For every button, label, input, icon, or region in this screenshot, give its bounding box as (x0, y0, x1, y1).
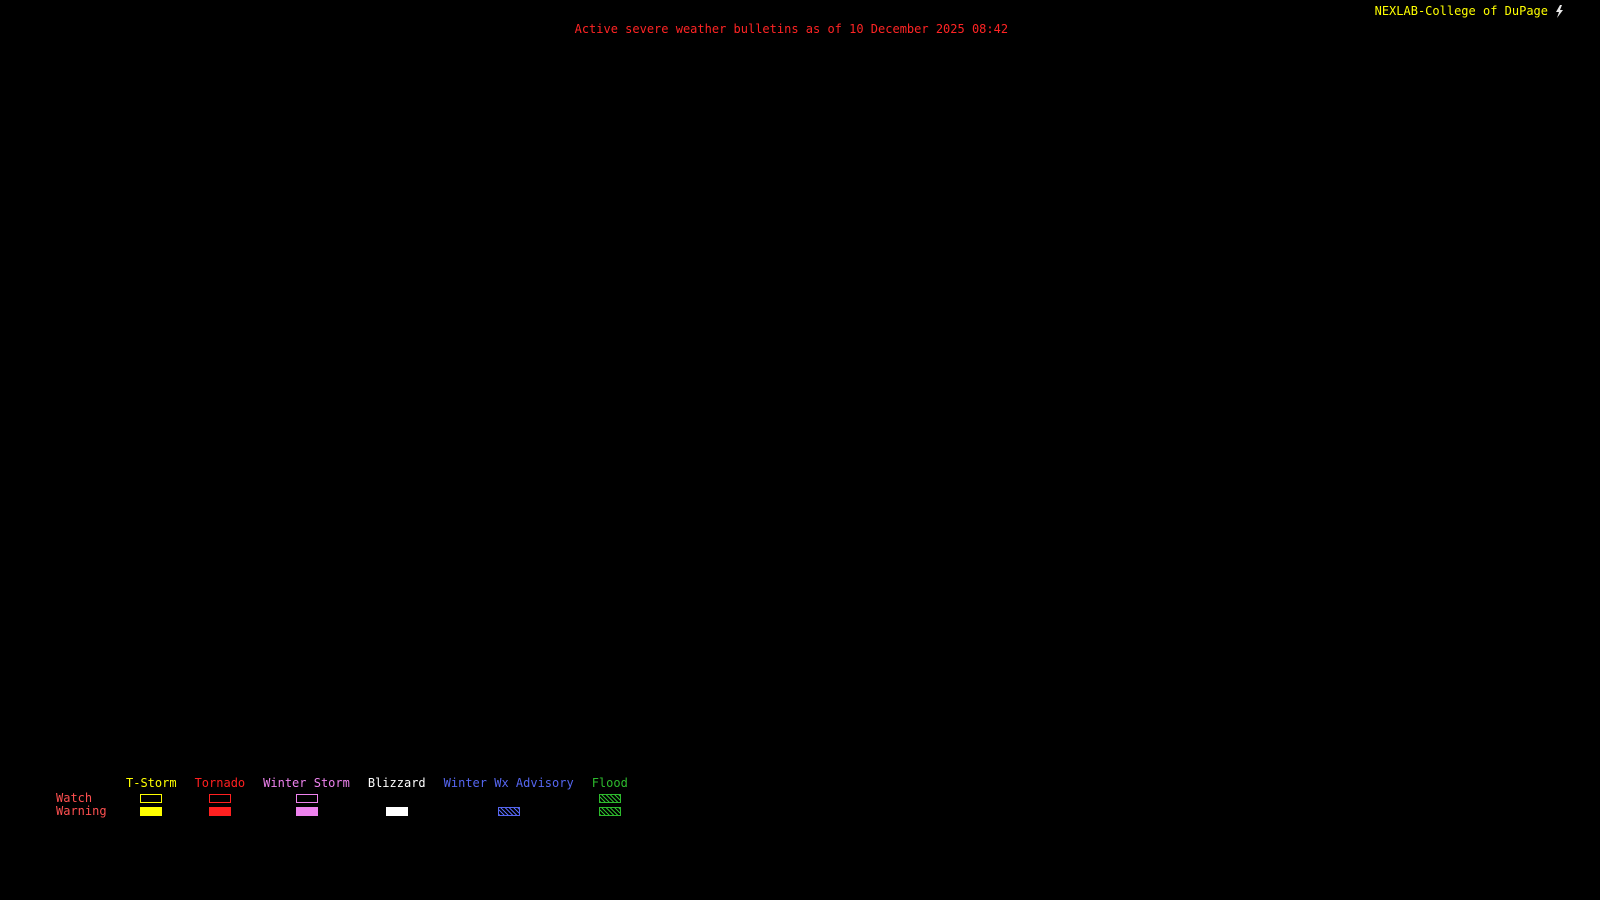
legend-category-label: Winter Wx Advisory (443, 776, 574, 790)
legend-cell-watch (208, 792, 231, 805)
legend-cell-warning (385, 805, 408, 818)
page-title: Active severe weather bulletins as of 10… (574, 22, 1009, 36)
legend-cell-watch (295, 792, 318, 805)
legend: Watch Warning T-Storm Tornado Winter Storm… (56, 776, 628, 818)
legend-category-label: T-Storm (126, 776, 177, 790)
legend-swatch-warning-filled (208, 807, 231, 816)
legend-cell-watch (598, 792, 621, 805)
legend-swatch-warning-filled (295, 807, 318, 816)
legend-column-t-storm: T-Storm (126, 776, 177, 818)
legend-cell-warning (140, 805, 163, 818)
legend-swatch-watch-outline (140, 794, 163, 803)
legend-swatch-warning-hatched (497, 807, 520, 816)
legend-warning-row-label: Warning (56, 804, 107, 818)
legend-column-flood: Flood (592, 776, 628, 818)
legend-watch-row-label: Watch (56, 791, 93, 805)
legend-row-labels: Watch Warning (56, 776, 108, 818)
legend-category-label: Blizzard (367, 776, 426, 790)
legend-swatch-warning-filled (385, 807, 408, 816)
legend-column-tornado: Tornado (194, 776, 246, 818)
logo-icon (1553, 4, 1566, 18)
legend-swatch-watch-outline (295, 794, 318, 803)
legend-category-label: Flood (591, 776, 628, 790)
legend-swatch-watch-hatched (598, 794, 621, 803)
legend-column-winter-storm: Winter Storm (263, 776, 350, 818)
legend-category-label: Winter Storm (263, 776, 350, 790)
legend-swatch-warning-hatched (598, 807, 621, 816)
legend-swatch-warning-filled (140, 807, 163, 816)
legend-swatch-watch-outline (208, 794, 231, 803)
legend-category-label: Tornado (194, 776, 246, 790)
legend-cell-warning (598, 805, 621, 818)
legend-cell-warning (497, 805, 520, 818)
legend-cell-warning (208, 805, 231, 818)
legend-column-blizzard: Blizzard (368, 776, 426, 818)
legend-cell-watch (140, 792, 163, 805)
brand-text: NEXLAB-College of DuPage (1374, 4, 1548, 18)
brand: NEXLAB-College of DuPage (1375, 4, 1566, 18)
legend-columns: T-Storm Tornado Winter Storm Blizzard Winter… (126, 776, 628, 818)
legend-cell-warning (295, 805, 318, 818)
legend-column-winter-wx-advisory: Winter Wx Advisory (444, 776, 574, 818)
legend-header-spacer (56, 776, 108, 792)
